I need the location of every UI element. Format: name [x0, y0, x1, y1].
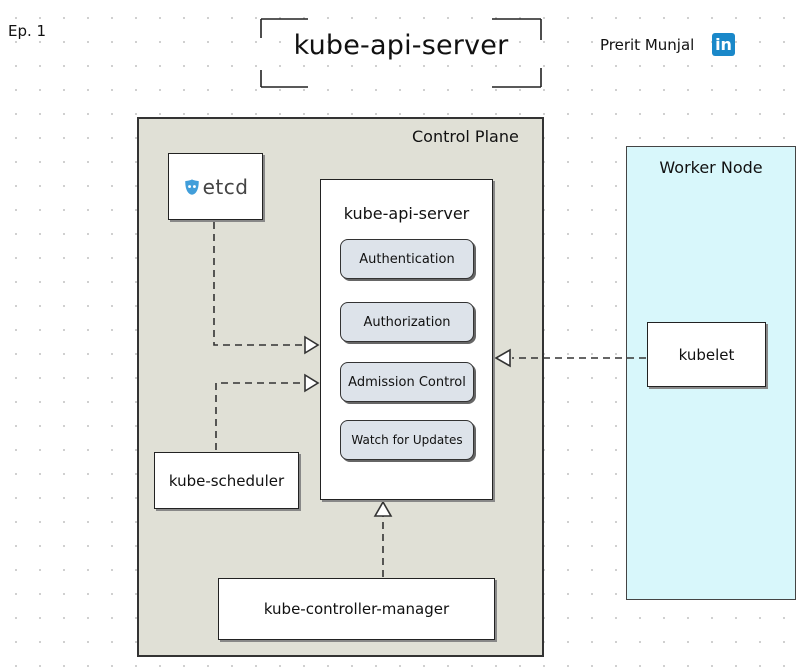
episode-label: Ep. 1 — [8, 22, 47, 40]
arrowhead-etcd — [304, 335, 320, 355]
step-authorization[interactable]: Authorization — [340, 302, 474, 342]
connector-scheduler-api — [215, 382, 304, 450]
etcd-logo-icon — [184, 178, 199, 195]
etcd-label: etcd — [202, 174, 249, 199]
kubelet-label: kubelet — [678, 345, 735, 364]
step-watch-for-updates[interactable]: Watch for Updates — [340, 420, 474, 460]
step-admission-control[interactable]: Admission Control — [340, 362, 474, 402]
linkedin-icon[interactable]: in — [712, 33, 735, 56]
control-plane-label: Control Plane — [412, 127, 519, 146]
kube-api-server-label: kube-api-server — [343, 204, 470, 223]
author-name: Prerit Munjal — [600, 36, 695, 54]
etcd-node[interactable]: etcd — [168, 153, 263, 220]
step-authentication[interactable]: Authentication — [340, 239, 474, 279]
arrowhead-controller — [373, 500, 393, 517]
kube-scheduler-label: kube-scheduler — [168, 471, 285, 490]
connector-etcd-api — [213, 222, 304, 346]
kube-scheduler-node[interactable]: kube-scheduler — [154, 452, 299, 509]
title-frame — [260, 18, 542, 88]
kubelet-node[interactable]: kubelet — [647, 322, 766, 387]
arrowhead-scheduler — [304, 373, 320, 393]
kube-controller-manager-node[interactable]: kube-controller-manager — [218, 578, 495, 640]
kube-controller-manager-label: kube-controller-manager — [263, 600, 450, 618]
page-title: kube-api-server — [293, 30, 509, 61]
arrowhead-kubelet — [494, 348, 511, 368]
worker-node-label: Worker Node — [659, 158, 763, 177]
